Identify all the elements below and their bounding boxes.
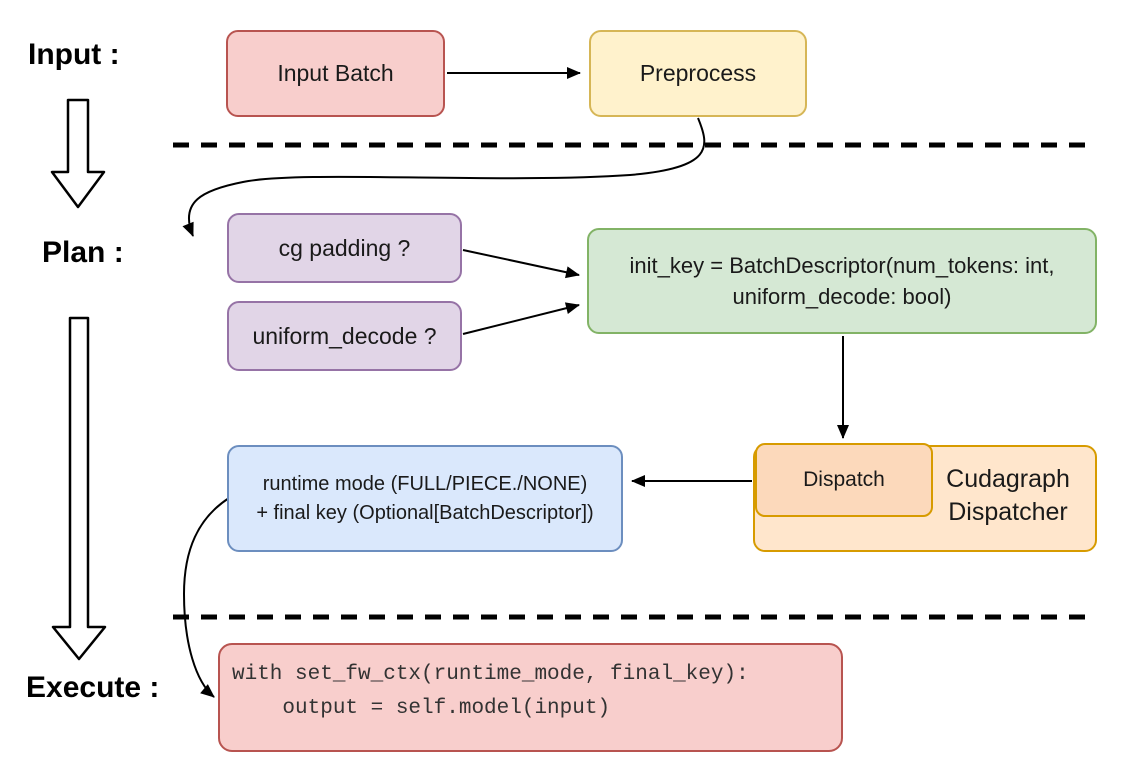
node-dispatch-label: Dispatch xyxy=(803,468,885,492)
node-execute-code-line2: output = self.model(input) xyxy=(232,697,611,721)
node-preprocess: Preprocess xyxy=(589,30,807,117)
node-uniform-decode-label: uniform_decode ? xyxy=(252,322,437,349)
arrow-cgpadding-to-initkey xyxy=(462,249,580,279)
node-init-key: init_key = BatchDescriptor(num_tokens: i… xyxy=(587,228,1097,334)
arrow-uniformdecode-to-initkey xyxy=(462,302,580,335)
node-init-key-line2: uniform_decode: bool) xyxy=(732,284,952,309)
node-preprocess-label: Preprocess xyxy=(639,60,757,87)
node-dispatch: Dispatch xyxy=(755,443,933,517)
node-cudagraph-dispatcher-line1: Cudagraph xyxy=(946,465,1070,493)
node-cg-padding: cg padding ? xyxy=(227,213,462,283)
flow-arrow-input-to-plan xyxy=(50,98,106,209)
node-uniform-decode: uniform_decode ? xyxy=(227,301,462,371)
node-execute-code-line1: with set_fw_ctx(runtime_mode, final_key)… xyxy=(232,663,749,686)
node-runtime-mode-line1: runtime mode (FULL/PIECE./NONE) xyxy=(262,473,588,496)
node-cg-padding-label: cg padding ? xyxy=(278,234,411,261)
arrow-preprocess-to-cgpadding xyxy=(182,117,706,237)
node-cudagraph-dispatcher-label: Cudagraph Dispatcher xyxy=(922,463,1094,529)
node-cudagraph-dispatcher-line2: Dispatcher xyxy=(948,498,1068,526)
node-execute-code: with set_fw_ctx(runtime_mode, final_key)… xyxy=(218,643,843,752)
section-label-execute: Execute : xyxy=(26,671,160,704)
flow-arrow-plan-to-execute xyxy=(51,316,107,661)
section-label-plan: Plan : xyxy=(42,236,124,269)
section-label-input: Input : xyxy=(28,38,120,71)
node-runtime-mode: runtime mode (FULL/PIECE./NONE) + final … xyxy=(227,445,623,552)
node-input-batch: Input Batch xyxy=(226,30,445,117)
node-init-key-line1: init_key = BatchDescriptor(num_tokens: i… xyxy=(629,252,1055,278)
node-runtime-mode-line2: + final key (Optional[BatchDescriptor]) xyxy=(256,501,594,524)
arrow-runtimemode-to-executecode xyxy=(182,497,230,698)
node-input-batch-label: Input Batch xyxy=(277,60,394,87)
